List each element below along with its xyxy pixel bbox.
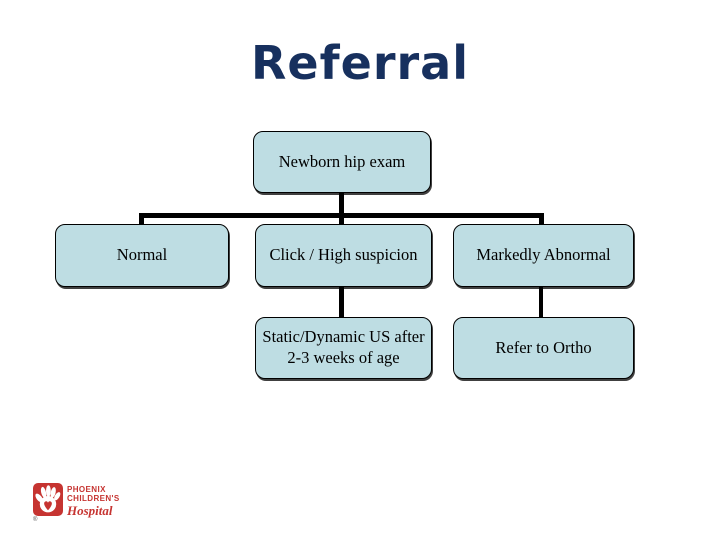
flow-node-label: Refer to Ortho	[495, 337, 592, 357]
hand-heart-icon	[33, 483, 63, 516]
flow-node-refer-to-ortho: Refer to Ortho	[453, 317, 634, 379]
logo-line-phoenix: PHOENIX	[67, 485, 106, 494]
logo-text: PHOENIX CHILDREN'S Hospital	[67, 483, 120, 517]
flow-node-newborn-hip-exam: Newborn hip exam	[253, 131, 431, 193]
connector-to-normal	[139, 213, 144, 225]
registered-trademark-symbol: ®	[33, 517, 38, 523]
page-title: Referral	[250, 36, 469, 90]
flow-node-click-high-suspicion: Click / High suspicion	[255, 224, 432, 287]
flow-node-label-line1: Static/Dynamic US after	[262, 327, 425, 347]
flow-node-normal: Normal	[55, 224, 229, 287]
flow-node-label-line2: 2-3 weeks of age	[287, 348, 400, 367]
flow-node-static-dynamic-us: Static/Dynamic US after 2-3 weeks of age	[255, 317, 432, 379]
flow-node-label: Normal	[116, 245, 168, 265]
connector-markedly-to-refer	[539, 285, 543, 318]
flow-node-label: Newborn hip exam	[278, 151, 406, 171]
flow-node-label: Click / High suspicion	[269, 245, 418, 265]
connector-to-markedly	[539, 213, 544, 225]
connector-click-to-static	[339, 285, 344, 318]
flow-node-markedly-abnormal: Markedly Abnormal	[453, 224, 634, 287]
phoenix-childrens-hospital-logo: PHOENIX CHILDREN'S Hospital	[33, 483, 120, 517]
logo-line-hospital: Hospital	[67, 503, 113, 519]
connector-to-click	[339, 213, 344, 225]
logo-line-childrens: CHILDREN'S	[67, 494, 120, 504]
connector-root-down	[339, 191, 344, 215]
flow-node-label: Markedly Abnormal	[476, 245, 611, 265]
